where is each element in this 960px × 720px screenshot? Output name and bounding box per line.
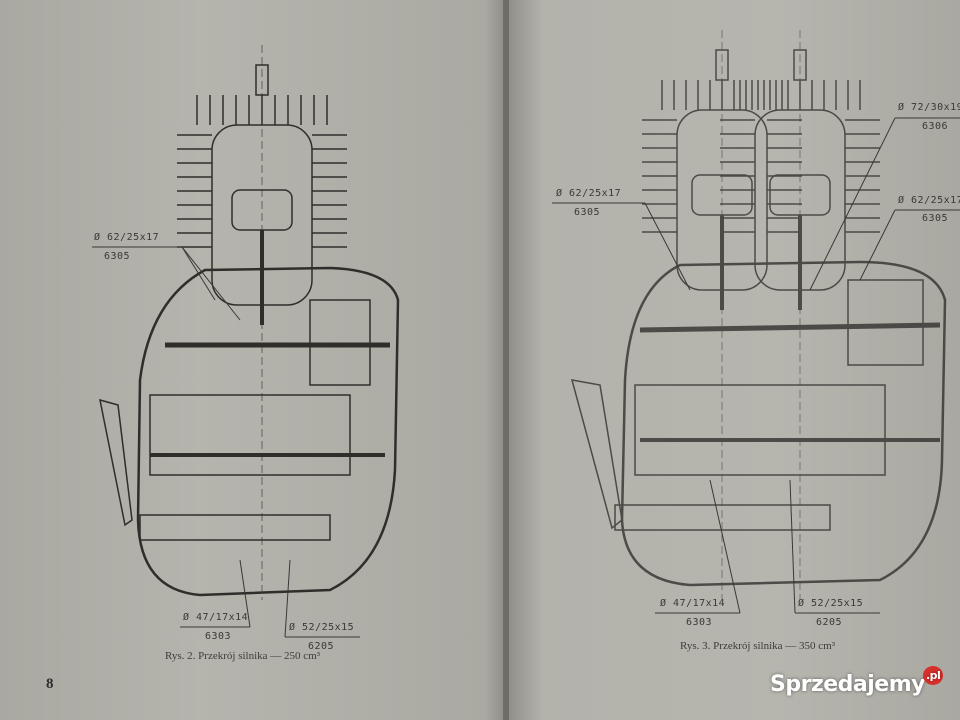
leader-lines xyxy=(92,117,960,638)
generator xyxy=(847,279,924,366)
sprzedajemy-watermark: Sprzedajemy.pl xyxy=(770,666,944,697)
kickstart-lever xyxy=(570,379,623,530)
bearing-size-label: Ø 72/30x19 xyxy=(898,102,960,113)
engine-350-drawing xyxy=(570,30,947,600)
left-page xyxy=(0,0,505,720)
page-number: 8 xyxy=(46,676,54,692)
bearing-code-label: 6305 xyxy=(574,207,601,218)
bearing-code-label: 6305 xyxy=(104,251,131,262)
bearing-code-label: 6205 xyxy=(308,641,335,652)
generator xyxy=(309,299,371,386)
crankcase xyxy=(136,266,400,597)
bearing-size-label: Ø 47/17x14 xyxy=(660,598,726,609)
bearing-size-label: Ø 62/25x17 xyxy=(898,195,960,206)
bearing-code-label: 6305 xyxy=(922,213,949,224)
figure-caption: Rys. 2. Przekrój silnika — 250 cm³ xyxy=(165,650,321,662)
bearing-code-label: 6306 xyxy=(922,121,949,132)
kickstart-lever xyxy=(99,398,133,527)
crankshaft xyxy=(639,322,941,333)
bearing-size-label: Ø 62/25x17 xyxy=(94,232,160,243)
book-gutter xyxy=(503,0,509,720)
bearing-size-label: Ø 47/17x14 xyxy=(183,612,249,623)
bearing-size-label: Ø 62/25x17 xyxy=(556,188,622,199)
figure-caption: Rys. 3. Przekrój silnika — 350 cm³ xyxy=(680,640,836,652)
shift-shaft xyxy=(139,514,331,541)
bearing-code-label: 6303 xyxy=(686,617,713,628)
crankcase xyxy=(620,260,947,587)
bearing-code-label: 6303 xyxy=(205,631,232,642)
gearbox xyxy=(634,384,886,476)
bearing-code-label: 6205 xyxy=(816,617,843,628)
shift-shaft xyxy=(614,504,831,531)
engine-250-drawing xyxy=(99,45,400,600)
watermark-suffix: .pl xyxy=(923,666,944,685)
watermark-brand: Sprzedajemy xyxy=(770,672,926,697)
bearing-size-label: Ø 52/25x15 xyxy=(289,622,355,633)
gearbox xyxy=(149,394,351,476)
bearing-size-label: Ø 52/25x15 xyxy=(798,598,864,609)
